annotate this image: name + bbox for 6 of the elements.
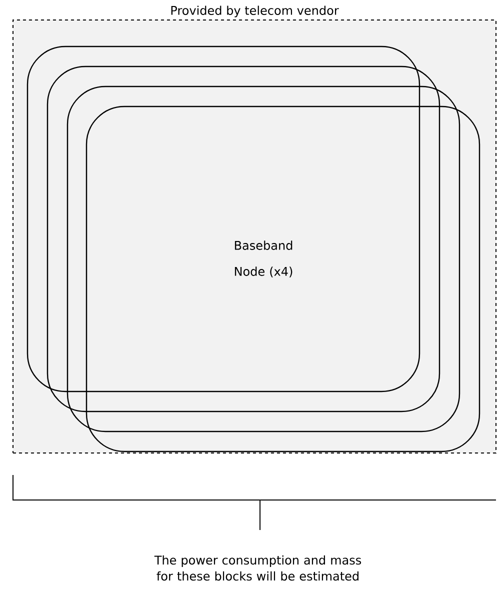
rounded-box (46, 66, 440, 412)
node-label: Provided by telecom vendor (171, 6, 339, 18)
note: The power consumption and mass for these blocks will be estimated (154, 555, 362, 581)
rounded-box (26, 46, 420, 392)
rounded-box (86, 106, 480, 452)
rounded-box: Baseband Node (x4) (66, 86, 460, 432)
